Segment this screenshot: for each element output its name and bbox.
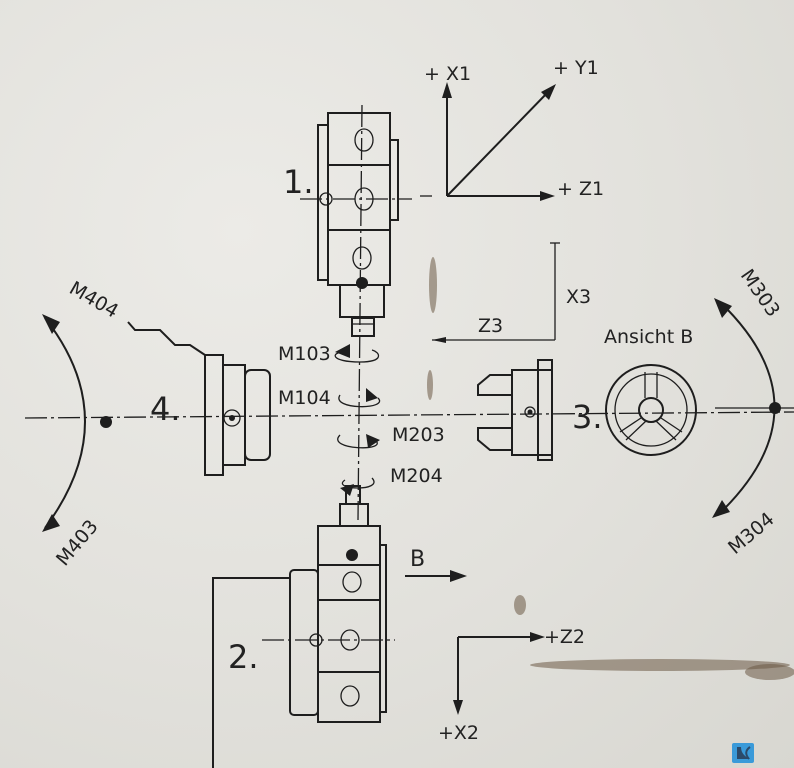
station-label-2: 2. xyxy=(228,638,259,676)
axis-label-y1: + Y1 xyxy=(553,57,599,79)
tool-station-2: 2. xyxy=(212,485,395,768)
rotation-label-m204: M204 xyxy=(390,465,443,487)
spindle-rotations: M103 M104 M203 M204 xyxy=(278,343,445,496)
rotation-label-m103: M103 xyxy=(278,343,331,365)
axis-label-z2: +Z2 xyxy=(544,626,585,648)
rotation-label-m203: M203 xyxy=(392,424,445,446)
rotation-label-m104: M104 xyxy=(278,387,331,409)
rotation-label-m404: M404 xyxy=(66,277,123,322)
dimension-label-z3: Z3 xyxy=(478,315,503,337)
station-label-3: 3. xyxy=(572,398,603,436)
tool-station-4: 4. M404 M403 xyxy=(42,277,271,570)
coordinate-system-1: + X1 + Y1 + Z1 xyxy=(420,57,604,201)
tool-station-1: 1. xyxy=(283,112,412,337)
axis-label-x2: +X2 xyxy=(438,722,479,744)
axis-label-x1: + X1 xyxy=(424,63,471,85)
rotation-label-m303: M303 xyxy=(736,265,784,321)
view-label-ansicht-b: Ansicht B xyxy=(604,326,693,348)
axis-label-z1: + Z1 xyxy=(557,178,604,200)
watermark-logo xyxy=(732,743,754,763)
direction-label-b: B xyxy=(410,547,425,572)
rotation-label-m304: M304 xyxy=(724,508,778,559)
stains xyxy=(427,257,794,680)
station-label-4: 4. xyxy=(150,390,181,428)
rotation-label-m403: M403 xyxy=(52,516,103,570)
view-direction-b: B xyxy=(405,547,467,582)
horizontal-center-line xyxy=(24,411,794,419)
vertical-center-line xyxy=(357,104,363,521)
dimension-x3-z3: X3 Z3 xyxy=(432,242,591,343)
dimension-label-x3: X3 xyxy=(566,286,591,308)
station-label-1: 1. xyxy=(283,163,314,201)
coordinate-system-2: +Z2 +X2 xyxy=(438,626,585,744)
